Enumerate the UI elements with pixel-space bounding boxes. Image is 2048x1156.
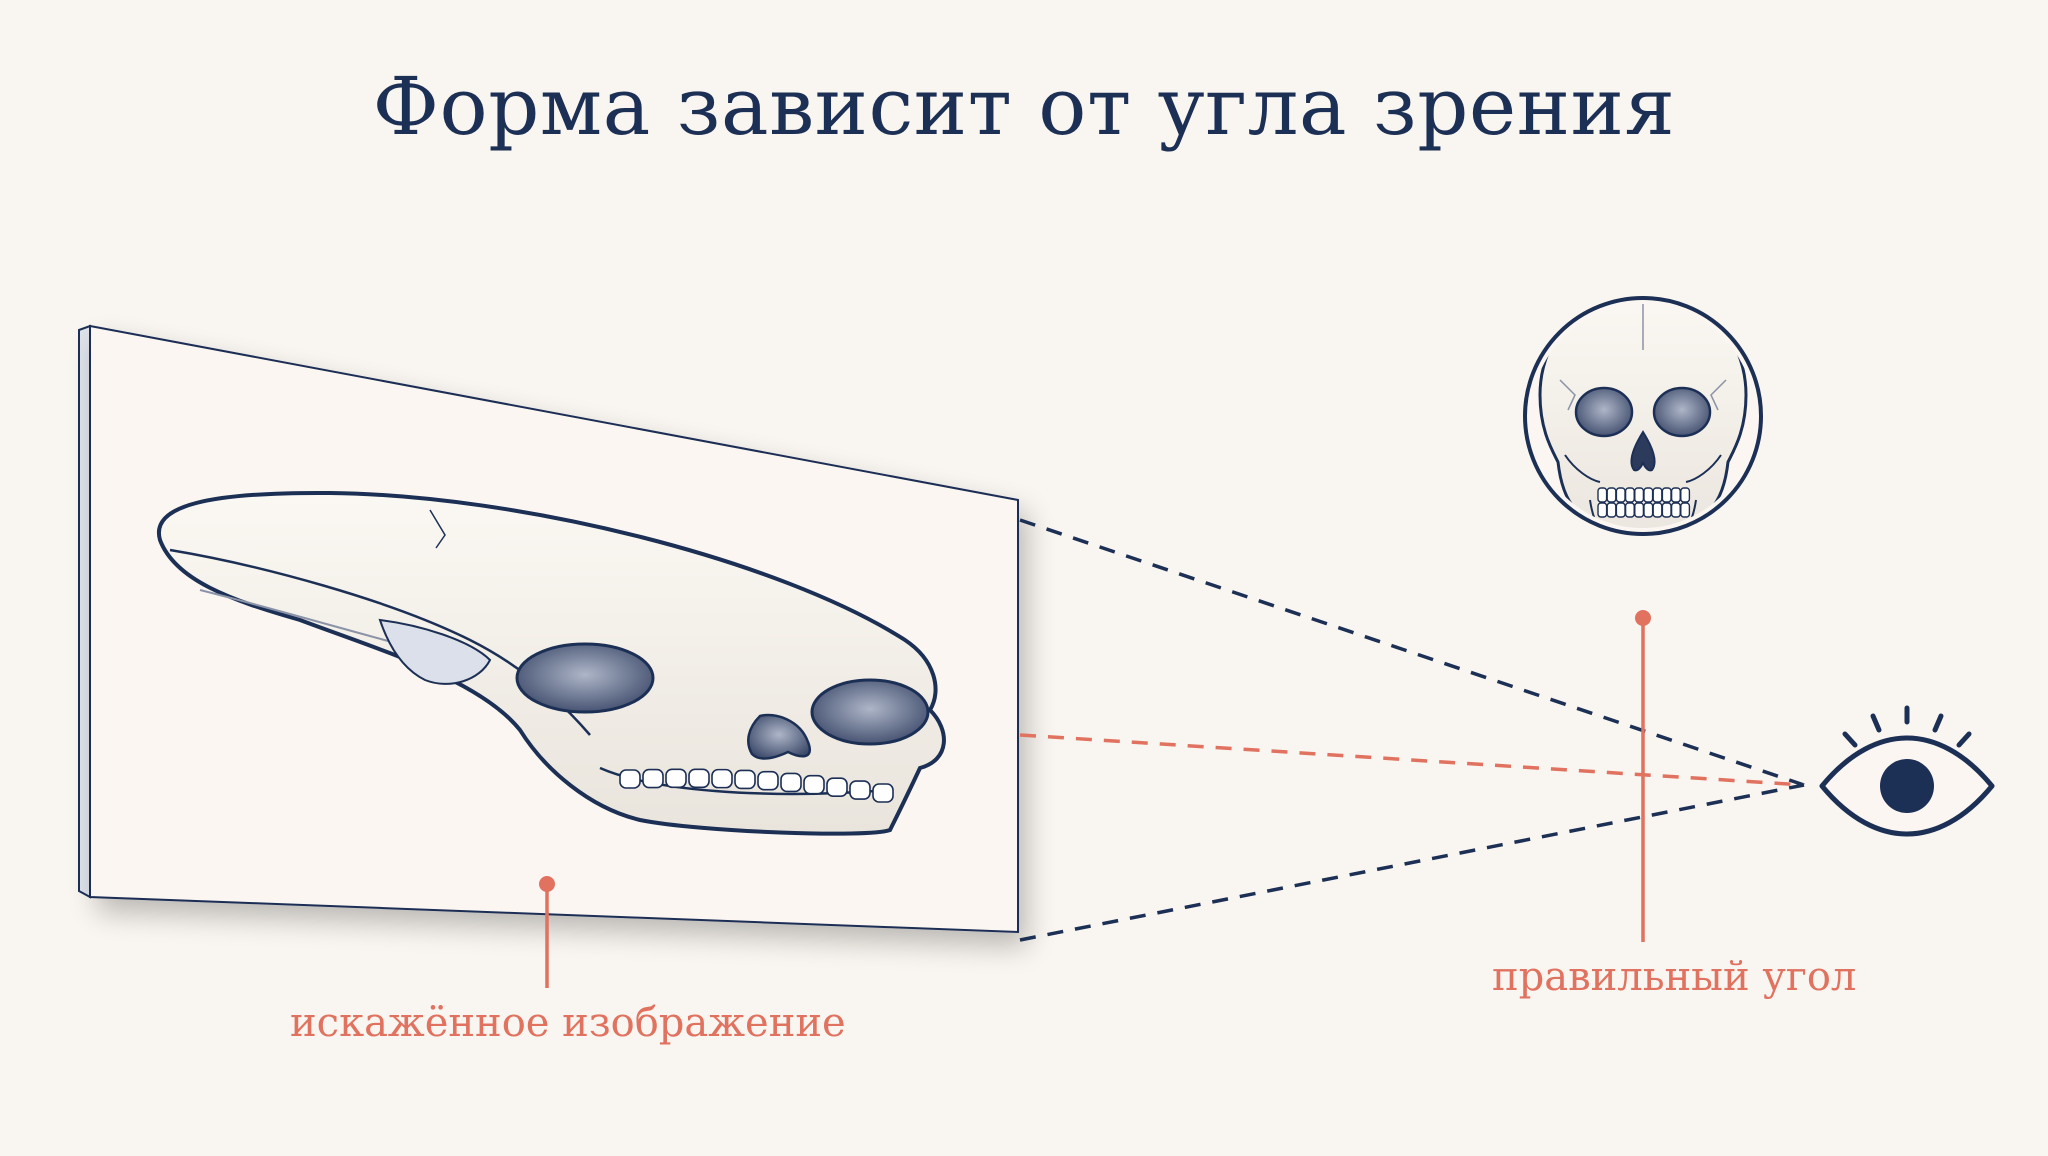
skull-front-eye-left <box>1574 386 1634 438</box>
label-distorted-image: искажённое изображение <box>290 1000 846 1046</box>
tooth <box>1606 502 1617 518</box>
tooth <box>849 780 871 800</box>
tooth <box>872 783 894 803</box>
tooth <box>1634 487 1645 503</box>
tooth <box>619 769 641 789</box>
anamorphic-skull <box>156 490 946 836</box>
eye-icon <box>1819 705 1995 837</box>
skull-front-teeth <box>1597 487 1691 518</box>
tooth <box>1606 487 1617 503</box>
skull-front-eye-right <box>1652 386 1712 438</box>
tooth <box>1615 487 1626 503</box>
tooth <box>1624 502 1635 518</box>
skull-front-nose <box>1630 430 1656 472</box>
tooth <box>734 769 756 790</box>
tooth <box>1643 487 1654 503</box>
tooth <box>711 768 733 789</box>
tooth <box>1670 502 1681 518</box>
tooth <box>1597 502 1608 518</box>
tooth <box>757 770 779 791</box>
tooth <box>665 768 687 789</box>
skull-stretched-nose <box>747 713 811 760</box>
skull-front-cheek <box>1564 454 1722 483</box>
tooth <box>642 768 664 789</box>
tooth <box>803 774 825 795</box>
sight-line-bottom <box>1019 783 1805 942</box>
tooth <box>1643 502 1654 518</box>
tooth <box>1597 487 1608 503</box>
leader-correct-dot <box>1635 610 1651 626</box>
tooth <box>1615 502 1626 518</box>
skull-stretched-crack <box>429 509 446 549</box>
eye-pupil <box>1880 759 1934 813</box>
label-correct-angle: правильный угол <box>1492 954 1857 1000</box>
sight-line-center <box>1019 733 1805 787</box>
eye-lashes <box>1842 705 1972 748</box>
skull-front-suture <box>1559 304 1727 411</box>
tooth <box>1624 487 1635 503</box>
tooth <box>780 772 802 793</box>
skull-stretched-eye-right <box>810 678 930 746</box>
skull-front-cranium <box>1538 304 1748 528</box>
leader-distorted-dot <box>539 876 555 892</box>
diagram-title: Форма зависит от угла зрения <box>372 60 1676 153</box>
leaders <box>539 610 1651 988</box>
skull-stretched-teeth <box>619 768 894 803</box>
tooth <box>1652 502 1663 518</box>
skull-stretched-eye-left <box>515 642 655 714</box>
correct-view-circle <box>1523 296 1763 536</box>
canvas-edge <box>78 324 91 899</box>
tooth <box>688 768 710 789</box>
tooth <box>1661 487 1672 503</box>
tooth <box>826 777 848 798</box>
tooth <box>1680 502 1691 518</box>
skull-stretched-temple <box>378 618 492 685</box>
sight-lines <box>1019 518 1805 942</box>
tooth <box>1634 502 1645 518</box>
tooth <box>1652 487 1663 503</box>
tooth <box>1680 487 1691 503</box>
tooth <box>1670 487 1681 503</box>
sight-line-top <box>1019 518 1805 787</box>
tooth <box>1661 502 1672 518</box>
skull-front-icon <box>1538 304 1748 528</box>
